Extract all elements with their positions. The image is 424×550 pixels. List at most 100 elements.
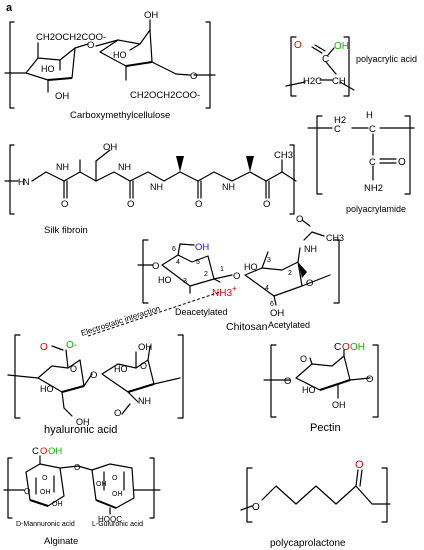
ha-o-bridge: O [90,370,97,381]
carboxymethylcellulose-structure [4,19,216,109]
electrostatic-dashed-line [87,291,221,337]
alg-o: O [40,446,47,457]
ch-num-4b: 4 [265,285,269,292]
pectin-o-right: O [366,374,373,385]
pectin-c: C [334,342,341,353]
paa-ch: CH [332,76,346,87]
sf-nh-3: NH [118,162,131,172]
ch-ch3: CH3 [326,233,344,243]
ha-o-ring1: O [70,364,77,374]
sf-o-4: O [263,199,270,210]
sf-nh-4: NH [150,182,163,192]
cmc-oh-top: OH [144,10,158,21]
hyaluronic-acid-structure [7,334,184,419]
pam-c2: C [369,124,376,135]
sf-n-1: N [23,177,30,187]
pcl-o: O [252,502,260,513]
ch-num-3b: 3 [267,257,271,264]
alg-c: C [32,446,39,457]
ch-ho: HO [158,275,172,285]
ha-label: hyaluronic acid [44,424,117,436]
sf-o-1: O [61,199,68,210]
sf-o-3: O [195,199,202,210]
cmc-oh-bottom: OH [55,91,69,102]
ch-nh3: NH3 [212,288,232,299]
polycaprolactone-structure [240,467,391,523]
ch-nh: NH [304,244,317,254]
chitosan-structure [137,219,340,306]
cmc-top-substituent: CH2OCH2COO- [36,32,106,43]
pectin-o: O [342,342,350,353]
pcl-carbonyl-o: O [355,459,364,471]
ha-o-acetyl: O [114,408,121,419]
paa-oh: OH [334,41,349,52]
ha-oh-1: OH [76,417,90,427]
pam-h2: H2 [334,115,346,126]
alginate-structure [3,455,161,519]
ch-oh-2: OH [270,308,284,319]
ch-num-4a: 4 [176,259,180,266]
ch-oh-blue: OH [195,242,209,253]
pectin-oh: OH [350,342,365,353]
ha-ho-2: HO [114,364,128,374]
sf-o-2: O [127,199,134,210]
ch-num-2a: 2 [204,271,208,278]
pam-c3: C [369,157,376,168]
pcl-label: polycaprolactone [270,538,346,549]
pectin-ho: HO [302,385,316,395]
ha-oh-2: OH [138,342,152,353]
ch-o-bridge: O [233,271,240,282]
alg-o-bridge: O [74,463,80,472]
alg-oh: OH [48,446,62,457]
polyacrylic-acid-structure [285,36,355,97]
alg-o-ring2: O [112,475,118,482]
alg-oh-2: OH [52,501,63,508]
alg-oh-3: OH [96,481,107,488]
pectin-label: Pectin [310,422,341,434]
sf-nh-5: NH [222,182,235,192]
pam-nh2: NH2 [364,183,383,194]
ha-o-red: O [40,342,48,353]
panel-label: a [6,2,13,14]
alg-hooc: HOOC [98,515,122,524]
alg-o-ring1: O [42,475,48,482]
paa-c: C [322,54,329,65]
paa-h2c: H2C [303,76,322,87]
ha-nh: NH [138,396,151,406]
alg-d-mannuronic: D-Mannuronic acid [16,521,75,528]
pectin-structure [263,344,379,418]
pam-h: H [366,110,373,121]
ch-o-left: O [152,261,159,272]
pam-c1: C [334,124,341,135]
ch-num-2b: 2 [288,270,292,277]
sf-nh-2: NH [56,162,69,172]
paa-o: O [294,40,302,51]
ch-ho-2: HO [244,262,258,272]
ch-plus: + [232,284,237,293]
ch-o-acetyl: O [296,214,303,225]
ha-o-minus: O- [66,340,77,351]
ha-o-ring2: O [140,361,147,371]
ch-num-1a: 1 [220,266,224,273]
sf-nh-1: H [18,177,25,187]
pectin-oh-2: OH [332,400,346,410]
pectin-o-ring: O [300,354,307,364]
ch-acetylated: Acetylated [268,320,310,330]
paa-label: polyacrylic acid [356,54,417,64]
ch-deacetylated: Deacetylated [175,307,228,317]
ch-num-3a: 3 [183,278,187,285]
sf-ch3: CH3 [274,150,293,161]
cmc-ho-1: HO [41,64,55,74]
alg-l-guluronic: L-Guluronic acid [92,521,143,528]
ch-o-ring: O [306,278,313,289]
ch-num-6a: 6 [172,246,176,253]
pam-o: O [398,157,406,168]
polyacrylamide-structure [307,115,415,195]
silk-fibroin-structure [4,144,297,215]
cmc-bottom-substituent: CH2OCH2COO- [130,90,200,101]
ch-num-6b: 6 [270,301,274,308]
cmc-bridge-o: O [87,40,94,51]
alg-o-left: O [24,487,30,496]
sf-label: Silk fibroin [44,225,88,236]
